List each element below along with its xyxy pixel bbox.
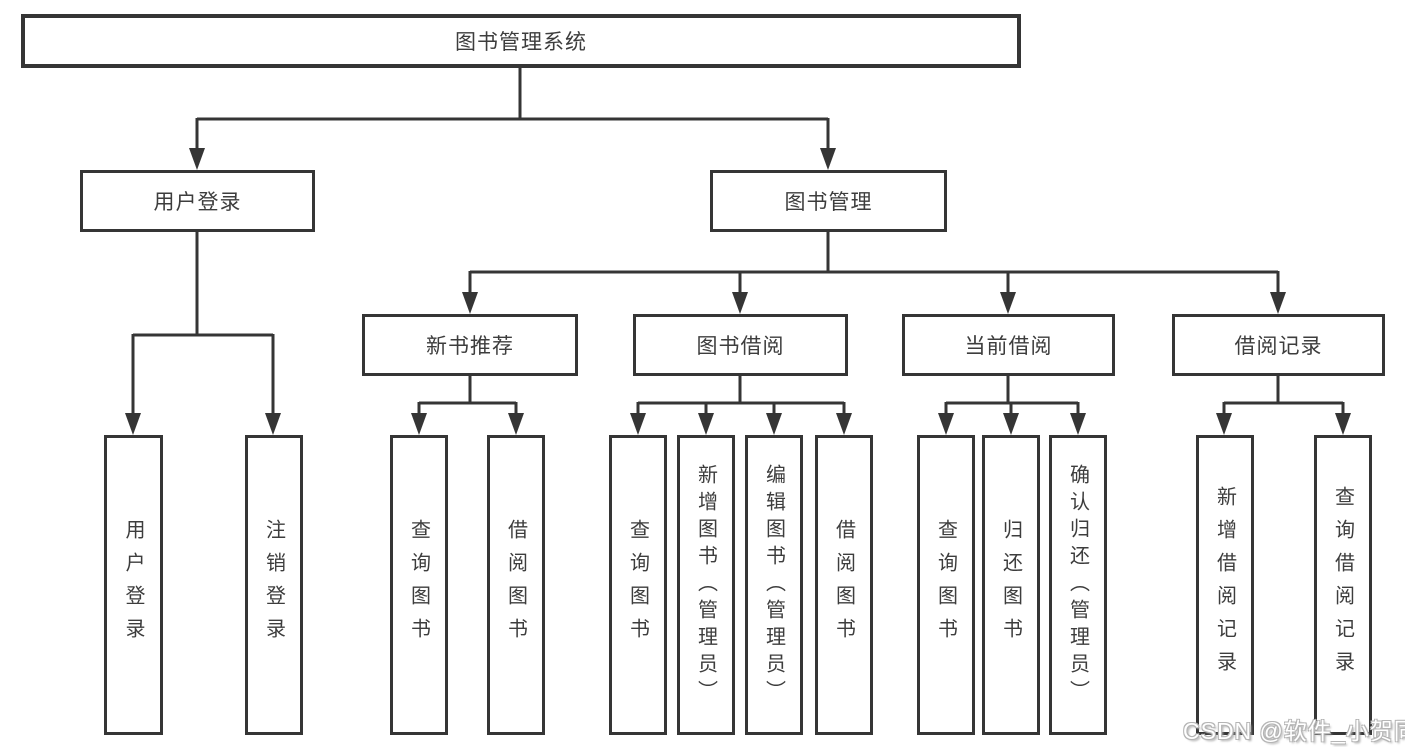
node-label: 归还图书 bbox=[999, 519, 1022, 651]
node-label: 借阅图书 bbox=[832, 519, 855, 651]
leaf-add-borrow-record: 新增借阅记录 bbox=[1196, 435, 1254, 735]
node-label: 当前借阅 bbox=[964, 335, 1053, 358]
node-new-book-recommend: 新书推荐 bbox=[362, 314, 578, 376]
node-label: 新增图书（管理员） bbox=[694, 463, 717, 707]
node-label: 新书推荐 bbox=[426, 335, 514, 358]
leaf-borrow-books: 借阅图书 bbox=[815, 435, 873, 735]
node-borrow-records: 借阅记录 bbox=[1172, 314, 1385, 376]
node-label: 借阅记录 bbox=[1234, 335, 1323, 358]
node-label: 用户登录 bbox=[122, 519, 144, 651]
leaf-query-books-borrowing: 查询图书 bbox=[609, 435, 667, 735]
leaf-borrow-books-recommend: 借阅图书 bbox=[487, 435, 545, 735]
leaf-query-books-recommend: 查询图书 bbox=[390, 435, 448, 735]
leaf-add-books-admin: 新增图书（管理员） bbox=[677, 435, 735, 735]
leaf-logout-login: 注销登录 bbox=[245, 435, 303, 735]
leaf-query-books-current: 查询图书 bbox=[917, 435, 975, 735]
node-library-management-system: 图书管理系统 bbox=[21, 14, 1021, 68]
node-label: 注销登录 bbox=[262, 519, 285, 651]
leaf-confirm-return-admin: 确认归还（管理员） bbox=[1049, 435, 1107, 735]
arrowheads bbox=[125, 148, 1351, 435]
leaf-user-login: 用户登录 bbox=[104, 435, 163, 735]
node-user-login: 用户登录 bbox=[80, 170, 315, 232]
node-label: 图书管理系统 bbox=[455, 31, 587, 54]
node-book-management: 图书管理 bbox=[710, 170, 947, 232]
node-label: 新增借阅记录 bbox=[1213, 486, 1236, 684]
leaf-edit-books-admin: 编辑图书（管理员） bbox=[745, 435, 803, 735]
node-label: 用户登录 bbox=[153, 191, 242, 214]
node-label: 查询图书 bbox=[626, 519, 649, 651]
node-label: 图书借阅 bbox=[696, 335, 785, 358]
node-current-borrowing: 当前借阅 bbox=[902, 314, 1115, 376]
node-label: 编辑图书（管理员） bbox=[762, 463, 785, 707]
node-label: 查询图书 bbox=[407, 519, 430, 651]
node-label: 图书管理 bbox=[784, 191, 873, 214]
node-label: 确认归还（管理员） bbox=[1066, 463, 1089, 707]
node-label: 查询借阅记录 bbox=[1331, 486, 1354, 684]
node-label: 借阅图书 bbox=[504, 519, 527, 651]
leaf-query-borrow-record: 查询借阅记录 bbox=[1314, 435, 1372, 735]
node-label: 查询图书 bbox=[934, 519, 957, 651]
leaf-return-books: 归还图书 bbox=[982, 435, 1040, 735]
csdn-watermark: CSDN @软件_小贺同学 bbox=[1183, 718, 1405, 744]
node-book-borrowing: 图书借阅 bbox=[633, 314, 848, 376]
